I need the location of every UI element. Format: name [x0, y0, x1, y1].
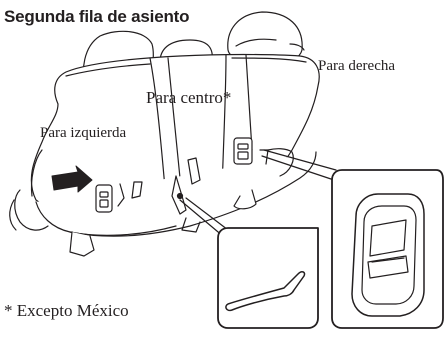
detail-box-latch: [331, 169, 444, 329]
callout-left: Para izquierda: [40, 125, 127, 141]
seat-belt-buckle-icon: [351, 193, 425, 317]
callout-center: Para centro*: [146, 88, 232, 107]
lever-left: [95, 181, 143, 213]
figure-title: Segunda fila de asiento: [4, 7, 190, 26]
detail-box-center-lever: [217, 227, 319, 329]
callout-right: Para derecha: [318, 58, 396, 74]
seat-release-lever-icon: [225, 271, 306, 312]
lever-right: [233, 137, 269, 165]
arrow-right-icon: [51, 165, 93, 193]
lever-center: [171, 157, 201, 215]
footnote: * Excepto México: [4, 301, 129, 320]
seat-release-levers: [95, 137, 269, 215]
